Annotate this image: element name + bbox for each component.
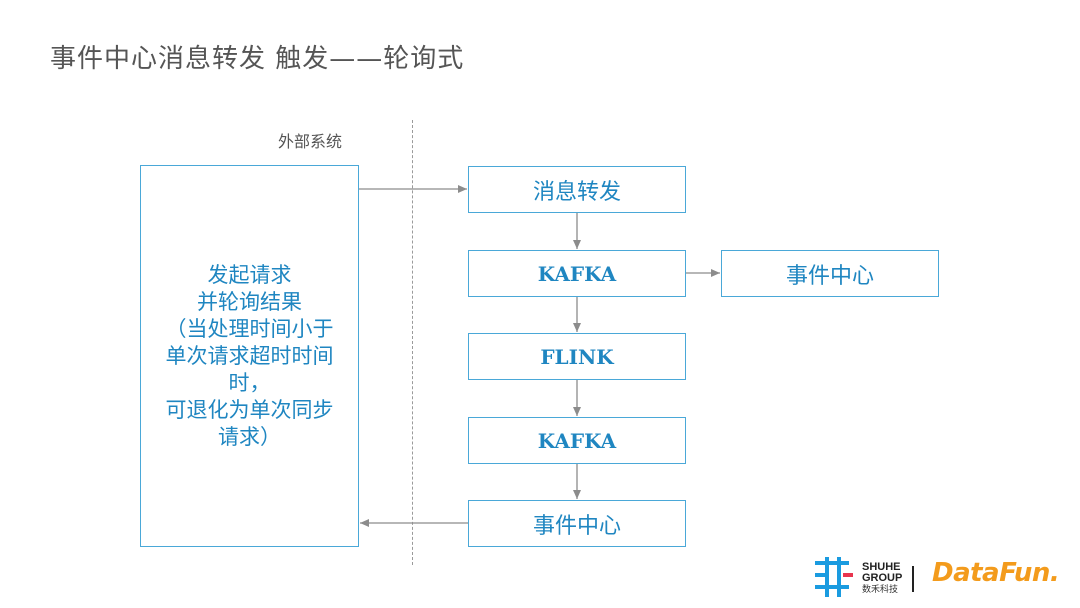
- system-boundary-divider: [412, 120, 413, 565]
- client-request-text: 发起请求 并轮询结果 （当处理时间小于 单次请求超时时间 时， 可退化为单次同步…: [165, 262, 334, 449]
- kafka-box-1: KAFKA: [468, 250, 686, 297]
- datafun-logo: DataFun.: [932, 558, 1060, 588]
- client-request-box: 发起请求 并轮询结果 （当处理时间小于 单次请求超时时间 时， 可退化为单次同步…: [140, 165, 359, 547]
- shuhe-wordmark: SHUHE GROUP 数禾科技: [862, 562, 902, 595]
- kafka-box-2: KAFKA: [468, 417, 686, 464]
- event-center-side-box: 事件中心: [721, 250, 939, 297]
- flink-label: FLINK: [540, 344, 614, 369]
- page-title: 事件中心消息转发 触发——轮询式: [50, 44, 465, 74]
- shuhe-line-3: 数禾科技: [862, 584, 899, 594]
- message-forward-label: 消息转发: [532, 179, 621, 205]
- kafka-label-1: KAFKA: [537, 261, 617, 286]
- message-forward-box: 消息转发: [468, 166, 686, 213]
- logo-separator: [912, 566, 914, 592]
- shuhe-logo-icon: [815, 557, 853, 597]
- event-center-side-label: 事件中心: [785, 263, 874, 289]
- flink-box: FLINK: [468, 333, 686, 380]
- event-center-bottom-box: 事件中心: [468, 500, 686, 547]
- event-center-bottom-label: 事件中心: [532, 513, 621, 539]
- kafka-label-2: KAFKA: [537, 428, 617, 453]
- shuhe-line-2: GROUP: [862, 572, 903, 584]
- shuhe-line-1: SHUHE: [862, 561, 901, 573]
- external-system-label: 外部系统: [278, 132, 343, 151]
